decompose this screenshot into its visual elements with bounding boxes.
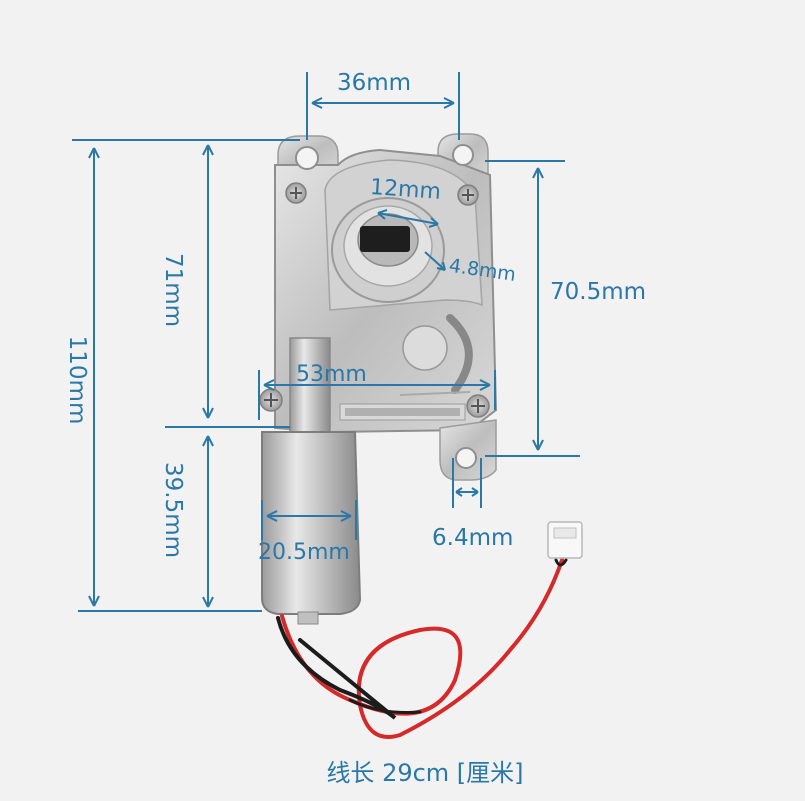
mounting-hole-top-left: [295, 146, 319, 170]
dim-label-motor-diameter: 20.5mm: [258, 540, 350, 565]
dim-label-total-height: 110mm: [64, 336, 90, 425]
dim-label-gearbox-width: 53mm: [296, 362, 367, 387]
output-shaft: [331, 197, 445, 303]
dc-motor: [261, 337, 362, 625]
part-label-strip: [339, 403, 466, 421]
dim-label-top-width: 36mm: [337, 70, 411, 96]
dim-label-motor-height: 39.5mm: [160, 462, 186, 558]
screw-top-right: [457, 184, 479, 206]
shaft-slot: [360, 226, 410, 252]
screw-bottom-right: [466, 394, 490, 418]
dim-label-shaft-width: 12mm: [369, 175, 441, 205]
mounting-hole-bottom: [455, 447, 477, 469]
mounting-hole-top-right: [452, 144, 474, 166]
dim-label-right-height: 70.5mm: [550, 279, 646, 305]
power-wires: [276, 558, 568, 739]
screw-top-left: [285, 182, 307, 204]
dim-label-hole-diameter: 6.4mm: [432, 525, 513, 551]
wire-connector: [547, 521, 583, 559]
dim-label-gearbox-height: 71mm: [160, 253, 186, 327]
wire-length-caption: 线长 29cm [厘米]: [326, 759, 523, 787]
dimension-lines: [72, 72, 580, 612]
gear-window: [399, 314, 473, 396]
screw-bottom-left: [259, 388, 283, 412]
